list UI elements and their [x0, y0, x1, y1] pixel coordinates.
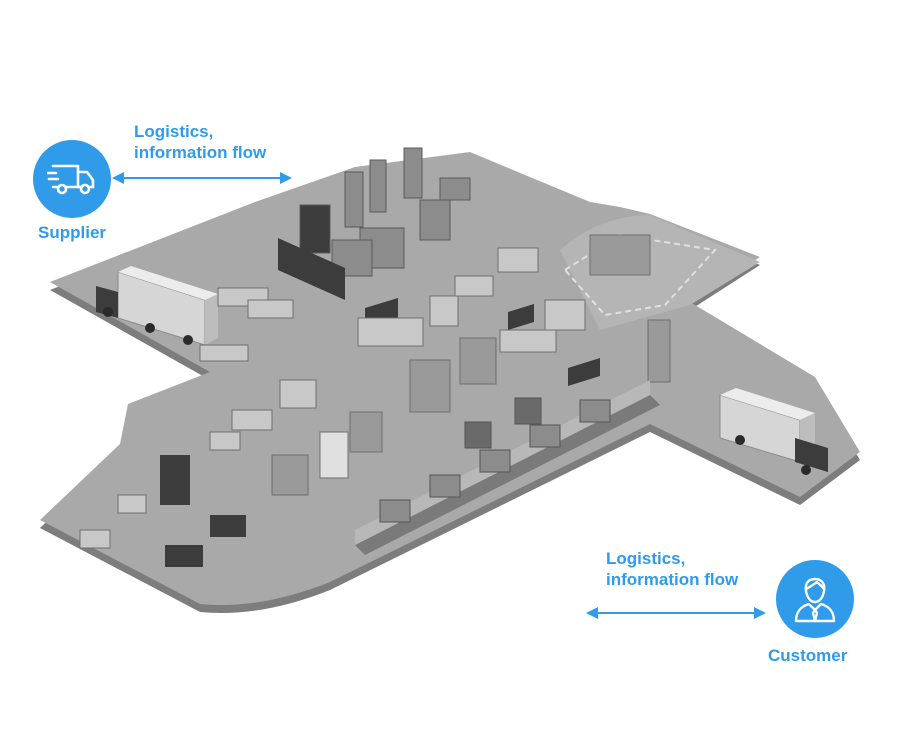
customer-flow-line1: Logistics,: [606, 549, 686, 568]
office-area: [79, 455, 246, 567]
supplier-label: Supplier: [38, 223, 107, 242]
customer-truck: [719, 388, 828, 475]
customer-label: Customer: [768, 646, 848, 665]
customer-flow-arrow: [586, 607, 766, 619]
supplier-flow-arrow: [112, 172, 292, 184]
customer-flow-label: Logistics, information flow: [606, 548, 738, 590]
workstations: [199, 234, 671, 496]
person-icon: [794, 577, 836, 623]
supplier-truck: [96, 266, 218, 346]
supplier-flow-line1: Logistics,: [134, 122, 214, 141]
warehouse-racks: [299, 147, 471, 277]
truck-icon: [47, 164, 95, 195]
control-wall: [278, 238, 600, 386]
supplier-flow-line2: information flow: [134, 143, 267, 162]
assembly-line: [355, 380, 660, 555]
customer-icon-circle: [776, 560, 854, 638]
customer-flow-line2: information flow: [606, 570, 739, 589]
supplier-flow-label: Logistics, information flow: [134, 121, 266, 163]
supplier-icon-circle: [33, 140, 111, 218]
